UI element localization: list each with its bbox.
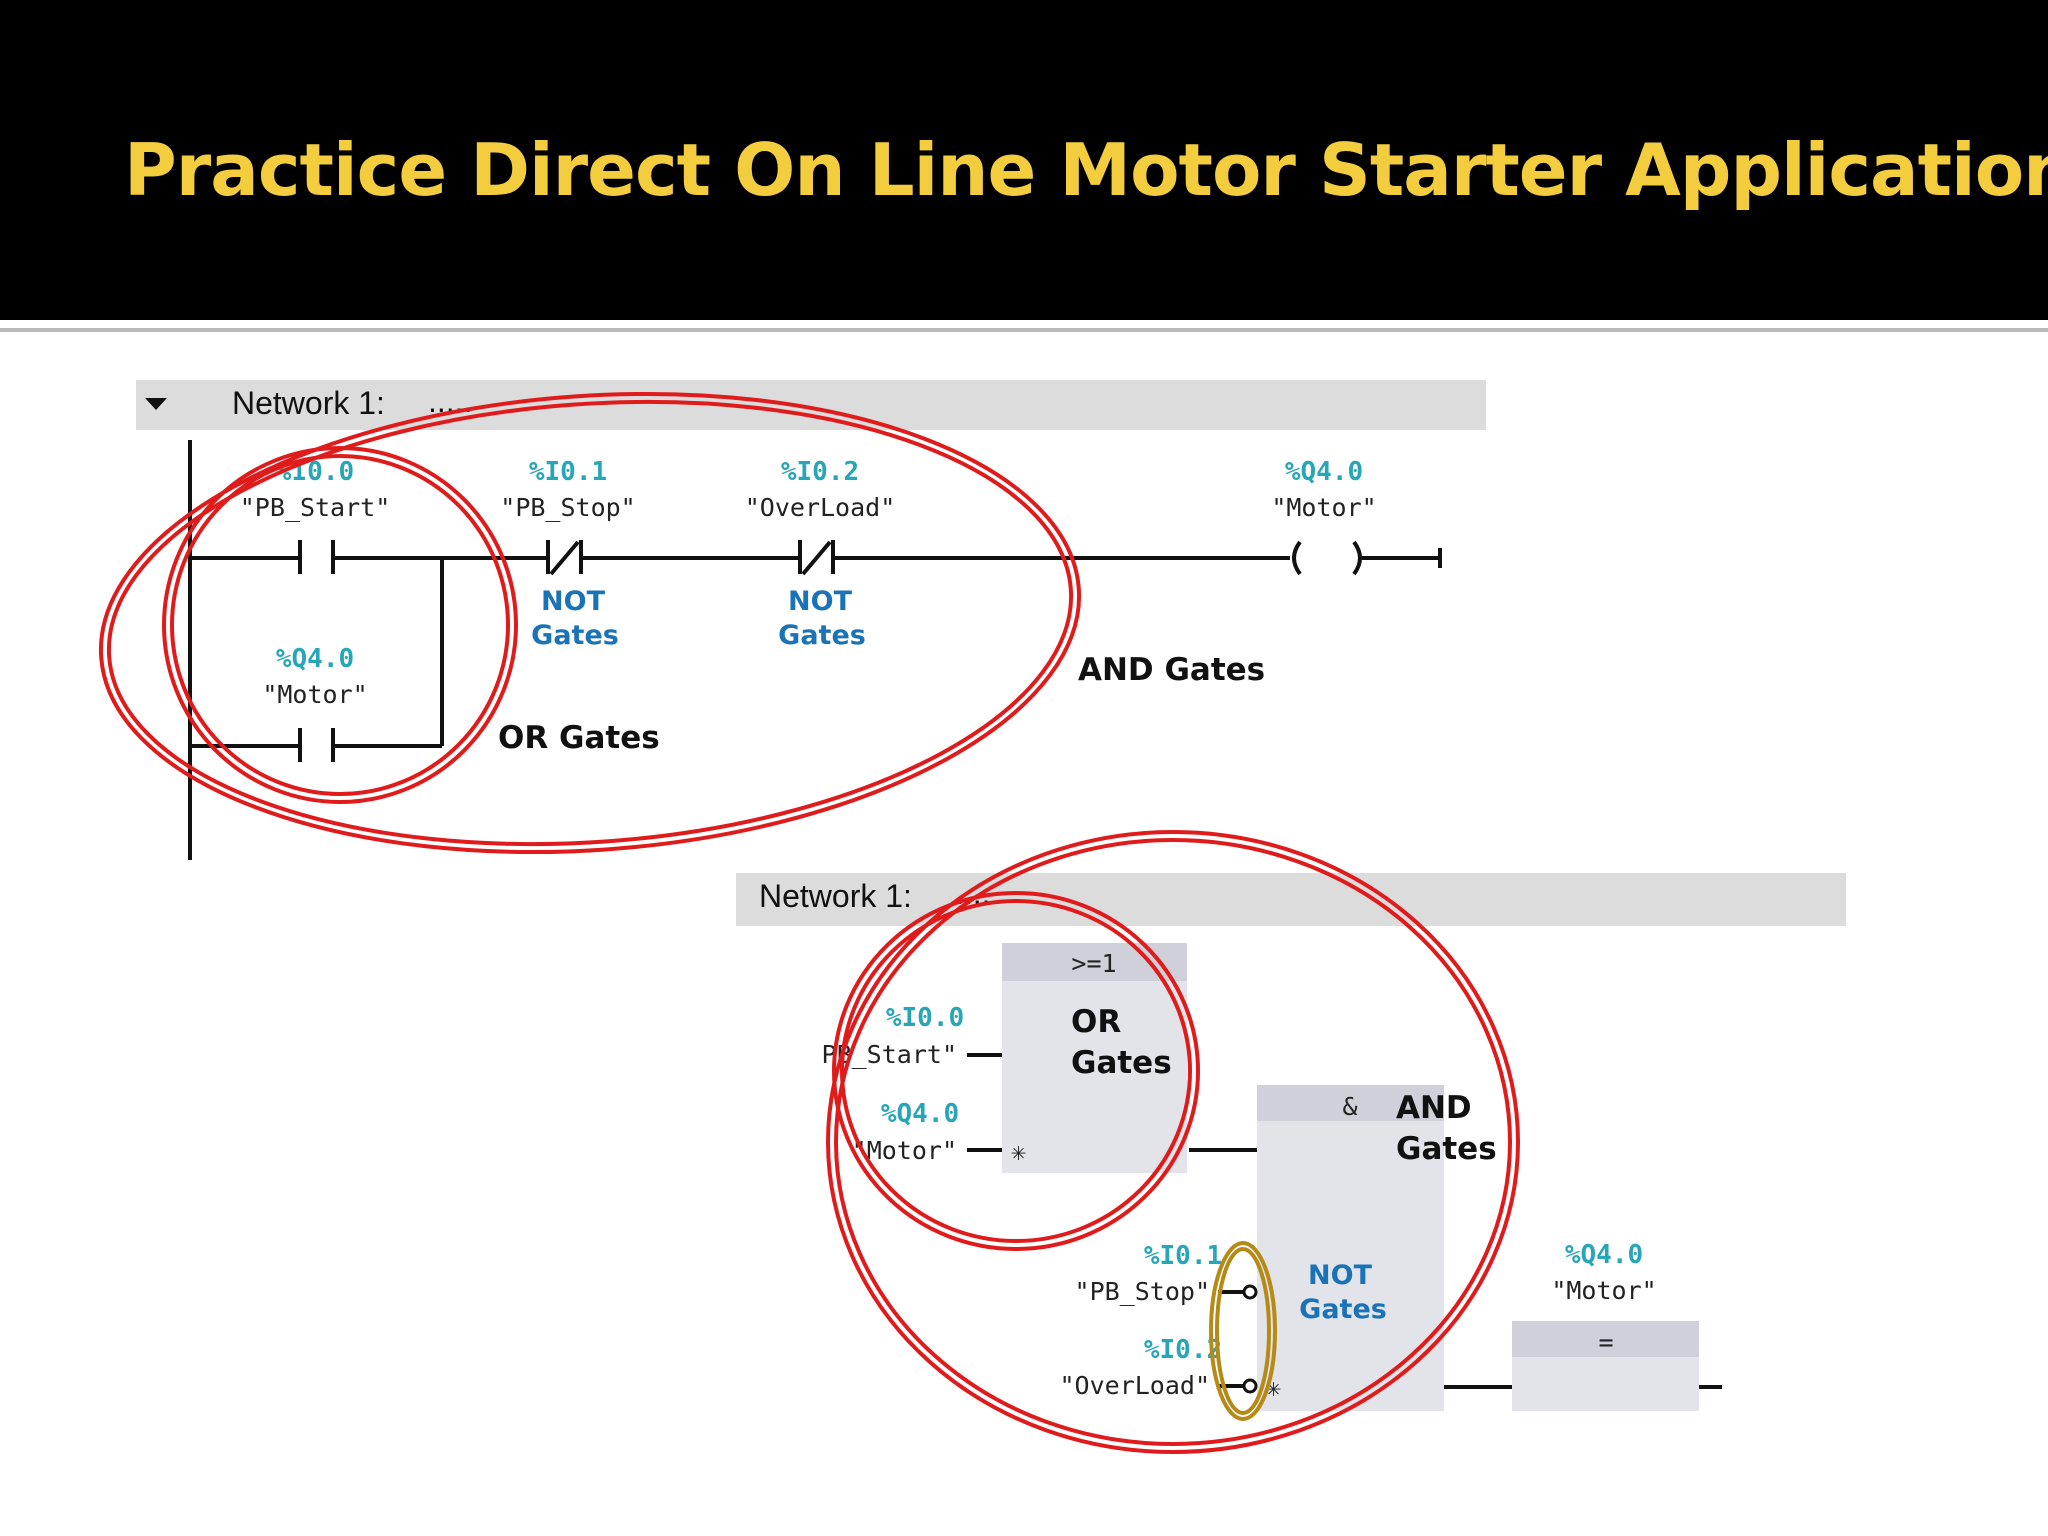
fbd-pb-stop-negation-icon[interactable]: [1242, 1284, 1258, 1300]
fbd-pb-start-address: %I0.0: [886, 1003, 964, 1033]
and-block-not-label: NOT: [1308, 1260, 1373, 1291]
assign-block-header: [1512, 1321, 1699, 1357]
and-block-header: [1257, 1085, 1444, 1121]
or-block-header: [1002, 943, 1187, 981]
slide-title: Practice Direct On Line Motor Starter Ap…: [124, 128, 2048, 212]
ladder-network-header: [136, 380, 1486, 430]
fbd-negation-highlight: [1209, 1241, 1277, 1421]
title-bar: Practice Direct On Line Motor Starter Ap…: [0, 0, 2048, 320]
fbd-add-input-star-icon[interactable]: ✳: [1011, 1137, 1026, 1166]
fbd-overload-symbol: "OverLoad": [1059, 1371, 1210, 1400]
ladder-overload-symbol: "OverLoad": [745, 493, 896, 522]
fbd-pb-stop-address: %I0.1: [1144, 1241, 1222, 1271]
and-block-note-and: AND: [1396, 1090, 1472, 1126]
ladder-and-gates-label: AND Gates: [1078, 652, 1265, 688]
fbd-motor-out-address: %Q4.0: [1565, 1240, 1643, 1270]
ladder-or-gates-label: OR Gates: [498, 720, 660, 756]
ladder-motor-coil-symbol: "Motor": [1271, 493, 1376, 522]
or-block[interactable]: [1002, 943, 1187, 1173]
ladder-network-label: Network 1:: [232, 385, 385, 421]
fbd-overload-negation-icon[interactable]: [1242, 1378, 1258, 1394]
and-block-not-gates: Gates: [1299, 1294, 1387, 1325]
ladder-overload-not-label: NOT: [788, 586, 853, 617]
ladder-overload-not-gates: Gates: [778, 620, 866, 651]
ladder-pb-stop-not-gates: Gates: [531, 620, 619, 651]
or-block-note-or: OR: [1071, 1004, 1121, 1040]
ladder-main-rung: [190, 540, 1442, 576]
fbd-network-label: Network 1:: [759, 878, 912, 914]
collapse-triangle-icon[interactable]: [145, 398, 167, 410]
fbd-overload-address: %I0.2: [1144, 1335, 1222, 1365]
ladder-pb-stop-not-label: NOT: [541, 586, 606, 617]
ladder-parallel-branch: [190, 558, 444, 762]
ladder-motor-contact-address: %Q4.0: [276, 644, 354, 674]
ladder-overload-address: %I0.2: [781, 457, 859, 487]
or-block-operator: >=1: [1071, 949, 1116, 978]
ladder-highlight-ellipses: [98, 391, 1082, 855]
ladder-pb-start-symbol: "PB_Start": [240, 493, 391, 522]
and-block-note-gates: Gates: [1396, 1131, 1497, 1167]
fbd-highlight-ellipses: [826, 830, 1520, 1454]
fbd-motor-in-address: %Q4.0: [881, 1099, 959, 1129]
ladder-pb-stop-symbol: "PB_Stop": [500, 493, 635, 522]
or-block-note-gates: Gates: [1071, 1045, 1172, 1081]
fbd-pb-stop-symbol: "PB_Stop": [1075, 1277, 1210, 1306]
ladder-pb-stop-address: %I0.1: [529, 457, 607, 487]
and-block-operator: &: [1342, 1092, 1357, 1121]
title-divider: [0, 328, 2048, 332]
fbd-motor-out-symbol: "Motor": [1551, 1276, 1656, 1305]
ladder-motor-coil-address: %Q4.0: [1285, 457, 1363, 487]
assign-block-operator: =: [1598, 1328, 1613, 1357]
ladder-motor-contact-symbol: "Motor": [262, 680, 367, 709]
